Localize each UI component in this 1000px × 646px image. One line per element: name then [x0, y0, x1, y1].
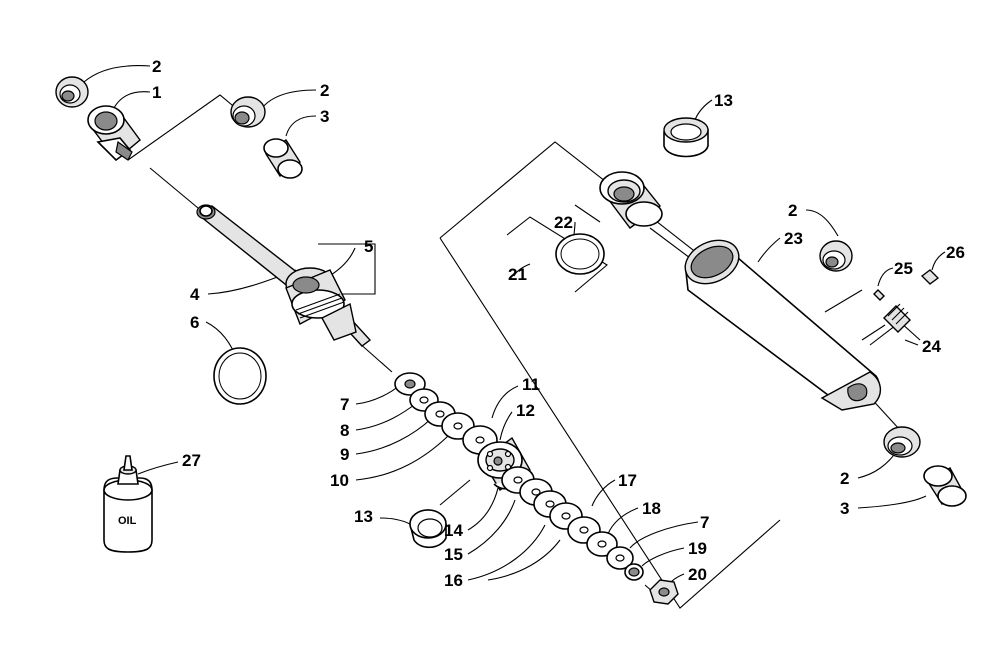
callout-14: 14	[444, 521, 463, 540]
part-24-valve-fitting	[883, 303, 911, 333]
callout-18: 18	[642, 499, 661, 518]
part-13-cup-lower	[409, 509, 447, 549]
part-16-washers	[519, 478, 583, 530]
callout-3: 3	[320, 107, 329, 126]
callout-11: 11	[522, 375, 540, 394]
callout-13: 13	[354, 507, 373, 526]
callout-2: 2	[840, 469, 849, 488]
callout-17: 17	[618, 471, 637, 490]
part-21-seal-head	[599, 171, 663, 229]
callout-19: 19	[688, 539, 707, 558]
part-7-washer-lower	[606, 546, 634, 570]
callout-21: 21	[508, 265, 527, 284]
callout-16: 16	[444, 571, 463, 590]
callout-1: 1	[152, 83, 161, 102]
part-1-eyelet	[87, 105, 141, 162]
callout-22: 22	[554, 213, 573, 232]
callout-20: 20	[688, 565, 707, 584]
part-26-valve-cap	[920, 269, 940, 285]
callout-5: 5	[364, 237, 373, 256]
callout-7: 7	[700, 513, 709, 532]
callout-numbers: 2 1 2 3 13 2 22 23 5 26 25 21 4 6 24 11 …	[152, 57, 965, 590]
part-3-sleeve-right	[923, 465, 967, 507]
callout-25: 25	[894, 259, 913, 278]
part-20-nut	[649, 579, 679, 605]
callout-2: 2	[788, 201, 797, 220]
callout-12: 12	[516, 401, 535, 420]
callout-26: 26	[946, 243, 965, 262]
callout-2: 2	[152, 57, 161, 76]
part-2-bushing-right-upper	[819, 240, 853, 272]
callout-2: 2	[320, 81, 329, 100]
part-18-washer	[586, 531, 618, 557]
part-23-shock-body	[684, 239, 881, 411]
part-3-sleeve-top	[263, 138, 303, 179]
part-2-bushing-right-lower	[883, 426, 921, 458]
callout-24: 24	[922, 337, 941, 356]
callout-27: 27	[182, 451, 201, 470]
callout-4: 4	[190, 285, 200, 304]
callout-23: 23	[784, 229, 803, 248]
part-2-bushing-top	[230, 96, 266, 128]
part-13-cup-upper	[663, 117, 709, 158]
callout-6: 6	[190, 313, 199, 332]
callout-7: 7	[340, 395, 349, 414]
part-22-o-ring	[555, 233, 605, 275]
callout-15: 15	[444, 545, 463, 564]
part-27-oil-bottle: OIL	[103, 455, 153, 553]
part-5-rod-end-cap	[285, 267, 357, 341]
callout-8: 8	[340, 421, 349, 440]
part-25-pin	[873, 289, 885, 301]
part-6-o-ring	[213, 347, 267, 405]
callout-10: 10	[330, 471, 349, 490]
part-19-washer-small	[624, 563, 644, 581]
callout-3: 3	[840, 499, 849, 518]
callout-13: 13	[714, 91, 733, 110]
part-2-bushing-top-left	[55, 76, 89, 108]
callout-9: 9	[340, 445, 349, 464]
oil-bottle-label: OIL	[118, 515, 137, 527]
